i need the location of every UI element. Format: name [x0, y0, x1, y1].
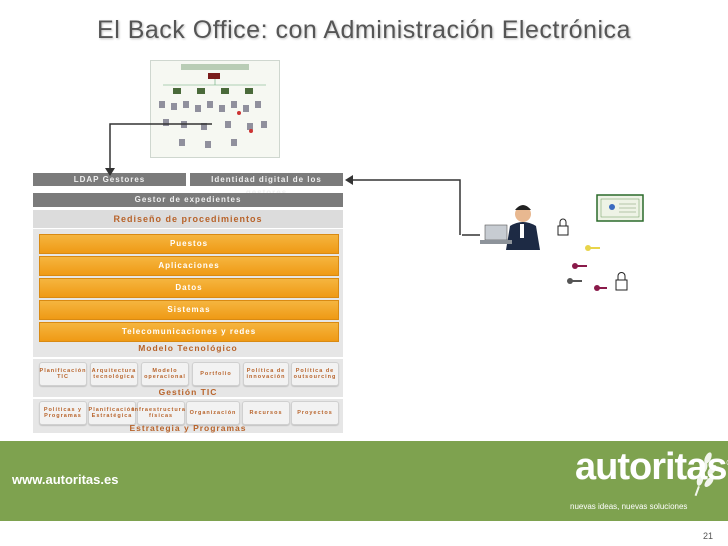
pill-label: Portfolio [200, 370, 232, 377]
pill-label: Políticas y Programas [43, 406, 83, 419]
pill-label: Proyectos [297, 409, 333, 416]
pill-label: Arquitectura tecnológica [91, 367, 137, 380]
ldap-gestores-label: LDAP Gestores [73, 175, 146, 184]
layer-datos: Datos [39, 278, 339, 298]
modelo-tecnologico-label: Modelo Tecnológico [138, 343, 238, 353]
page-number: 21 [702, 531, 713, 541]
wheat-logo-icon [694, 452, 717, 496]
modelo-tecnologico-panel: Puestos Aplicaciones Datos Sistemas Tele… [33, 229, 343, 357]
pill-label: Recursos [249, 409, 283, 416]
key-icon [594, 285, 607, 291]
pill-modelo-operacional: Modelo operacional [141, 362, 189, 386]
pill-label: Infraestructuras físicas [132, 406, 190, 419]
pill-portfolio: Portfolio [192, 362, 240, 386]
rediseno-label: Rediseño de procedimientos [113, 214, 263, 224]
pill-organizacion: Organización [186, 401, 240, 425]
website-link[interactable]: www.autoritas.es [12, 472, 119, 487]
layer-telecomunicaciones: Telecomunicaciones y redes [39, 322, 339, 342]
padlock-icon [615, 272, 628, 291]
pill-label: Modelo operacional [144, 367, 186, 380]
pill-label: Política de outsourcing [293, 367, 337, 380]
layer-puestos: Puestos [39, 234, 339, 254]
padlock-icon [557, 218, 569, 236]
arrowhead-down [105, 168, 115, 176]
pill-proyectos: Proyectos [291, 401, 339, 425]
arrow-org-to-ldap [109, 123, 212, 172]
pill-politica-innovacion: Política de innovación [243, 362, 289, 386]
pill-arquitectura: Arquitectura tecnológica [90, 362, 138, 386]
org-chart-graphic [159, 64, 267, 148]
pill-infraestructuras: Infraestructuras físicas [132, 401, 189, 425]
key-icon [567, 278, 582, 284]
brand-slogan: nuevas ideas, nuevas soluciones [570, 502, 688, 511]
certificate-icon [596, 194, 644, 222]
registered-mark: ® [726, 458, 728, 467]
layer-sistemas: Sistemas [39, 300, 339, 320]
estrategia-label: Estrategia y Programas [129, 423, 247, 433]
estrategia-panel: Políticas y Programas Planificación Estr… [33, 399, 343, 433]
pill-recursos: Recursos [242, 401, 290, 425]
ldap-gestores-bar: LDAP Gestores [33, 173, 186, 186]
identidad-digital-label: Identidad digital de los gestores [211, 175, 322, 197]
gestion-tic-panel: Planificación TIC Arquitectura tecnológi… [33, 359, 343, 397]
pill-planificacion-tic: Planificación TIC [39, 362, 87, 386]
user-at-laptop-icon [462, 205, 540, 250]
gestor-expedientes-label: Gestor de expedientes [134, 195, 242, 204]
pill-planificacion-estrategica: Planificación Estratégica [88, 401, 136, 425]
slide-title: El Back Office: con Administración Elect… [97, 16, 631, 44]
pill-label: Planificación Estratégica [88, 406, 136, 419]
pill-label: Planificación TIC [39, 367, 87, 380]
key-icon [572, 263, 587, 269]
architecture-stack: LDAP Gestores Identidad digital de los g… [33, 173, 343, 433]
identidad-digital-bar: Identidad digital de los gestores [190, 173, 343, 197]
gestion-tic-label: Gestión TIC [158, 387, 218, 397]
pill-politicas-programas: Políticas y Programas [39, 401, 87, 425]
arrow-user-to-identidad [349, 179, 461, 235]
pill-politica-outsourcing: Política de outsourcing [291, 362, 339, 386]
rediseno-bar: Rediseño de procedimientos [33, 210, 343, 228]
pill-label: Política de innovación [246, 367, 286, 380]
org-chart-image [150, 60, 280, 158]
arrowhead-left [345, 175, 353, 185]
layer-aplicaciones: Aplicaciones [39, 256, 339, 276]
gestor-expedientes-bar: Gestor de expedientes [33, 193, 343, 207]
pill-label: Organización [189, 409, 237, 416]
key-icon [585, 245, 600, 251]
footer-band [0, 441, 728, 521]
